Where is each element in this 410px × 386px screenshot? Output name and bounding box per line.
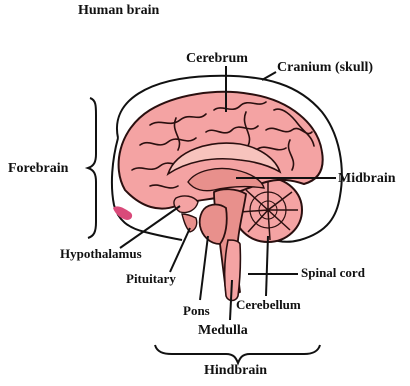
label-hypothalamus: Hypothalamus [60, 247, 142, 260]
pons-leader [200, 236, 208, 300]
label-spinal-cord: Spinal cord [301, 266, 365, 279]
diagram-title: Human brain [78, 4, 159, 18]
label-midbrain: Midbrain [338, 172, 396, 186]
label-cerebrum: Cerebrum [186, 52, 248, 66]
cerebellum-leader [266, 236, 268, 296]
label-forebrain: Forebrain [8, 162, 68, 176]
accent-marker [113, 206, 132, 220]
forebrain-brace [88, 98, 96, 238]
cranium-leader [262, 72, 276, 80]
pituitary-leader [170, 228, 190, 272]
label-pituitary: Pituitary [126, 272, 176, 285]
label-pons: Pons [183, 304, 210, 317]
label-cerebellum: Cerebellum [236, 298, 301, 311]
spinal-cord-shape [225, 240, 241, 301]
label-cranium: Cranium (skull) [277, 61, 373, 75]
label-medulla: Medulla [198, 324, 248, 338]
pons-shape [200, 205, 227, 244]
label-hindbrain: Hindbrain [204, 364, 267, 378]
hindbrain-brace [155, 345, 320, 363]
hypothalamus-shape [174, 196, 198, 213]
